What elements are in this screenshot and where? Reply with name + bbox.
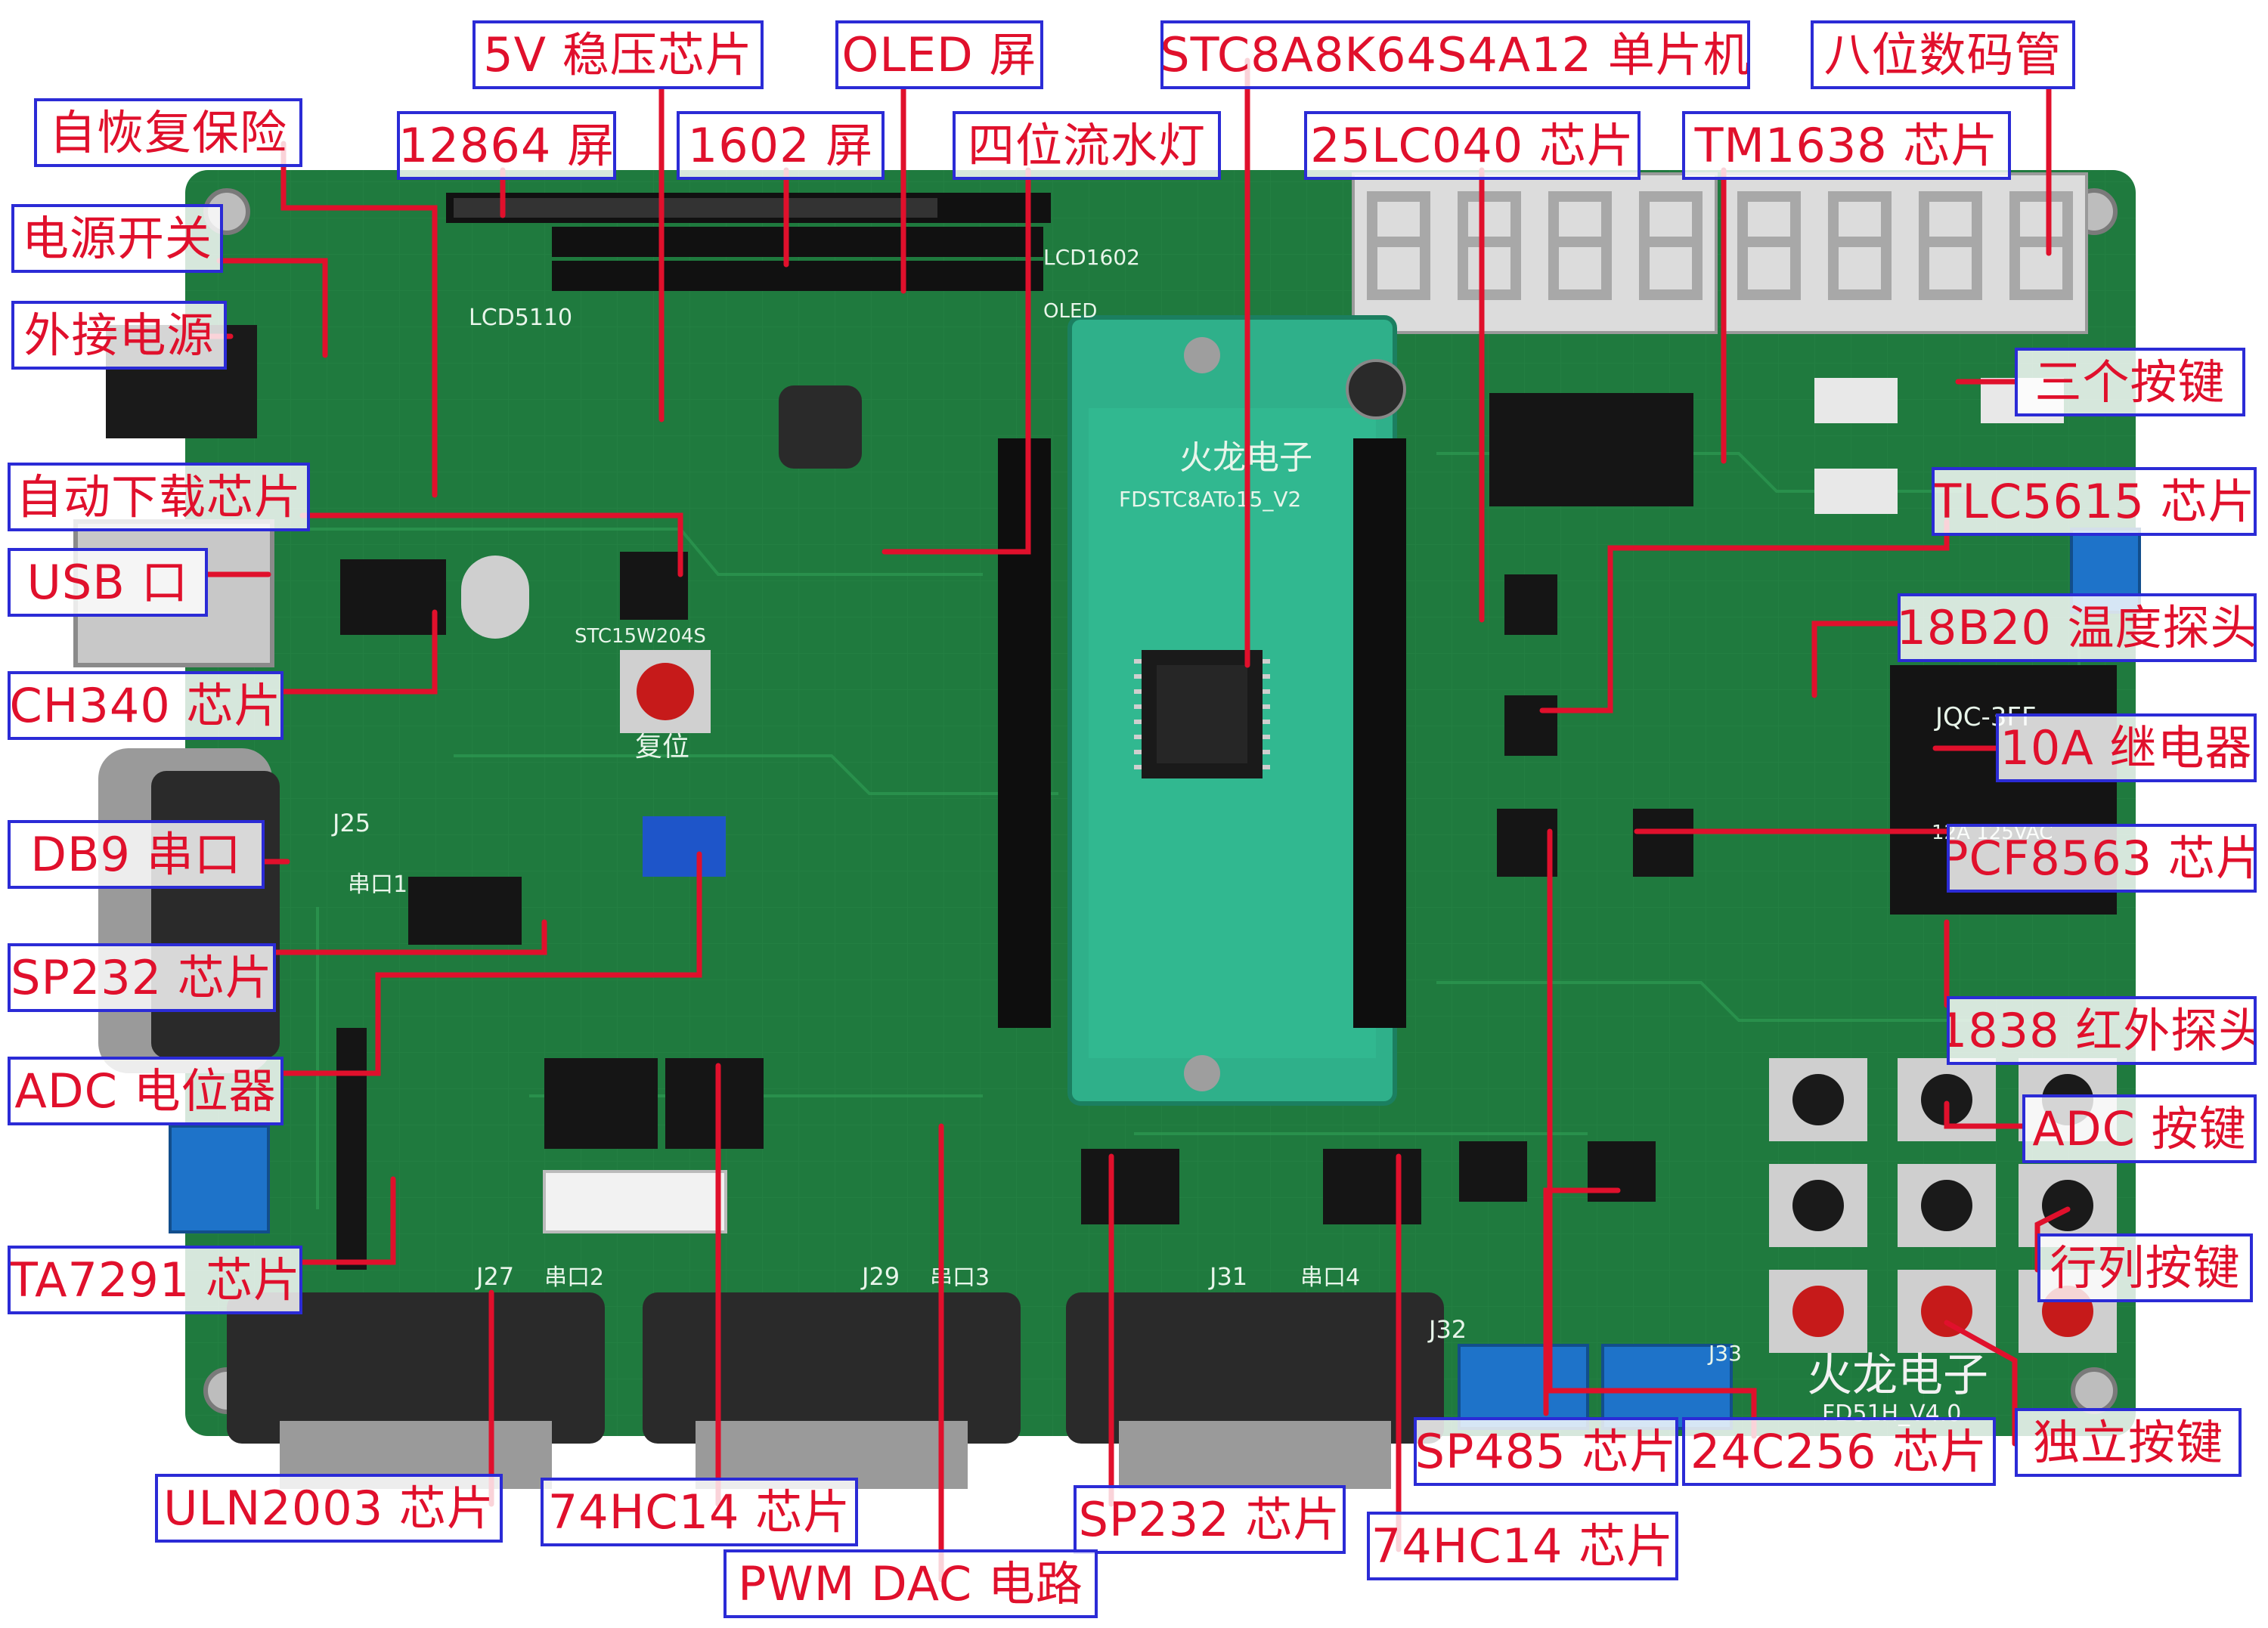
mcu-adapter-board: [1067, 315, 1397, 1106]
serial-label-4: 串口4: [1300, 1264, 1360, 1291]
label-power-switch: 电源开关: [11, 204, 223, 273]
crystal: [461, 556, 529, 639]
label-matrix-keys: 行列按键: [2037, 1233, 2253, 1302]
label-74hc14-chip-right: 74HC14 芯片: [1367, 1512, 1678, 1580]
lcd-headers: [446, 193, 1051, 291]
label-standalone-keys: 独立按键: [2015, 1408, 2242, 1477]
label-74hc14-chip-left: 74HC14 芯片: [541, 1478, 858, 1546]
electrolytic-cap: [1346, 359, 1406, 419]
label-12864-screen: 12864 屏: [397, 111, 616, 180]
label-24c256-chip: 24C256 芯片: [1682, 1417, 1996, 1486]
connector-j33: J33: [1707, 1341, 1742, 1366]
label-db9-serial: DB9 串口: [8, 820, 265, 889]
silk-oled: OLED: [1043, 300, 1097, 323]
label-three-keys: 三个按键: [2015, 348, 2245, 416]
label-self-recovery-fuse: 自恢复保险: [34, 98, 302, 167]
board-brand: 火龙电子: [1807, 1349, 1988, 1402]
label-adc-keys: ADC 按键: [2022, 1094, 2257, 1163]
label-stc-mcu: STC8A8K64S4A12 单片机: [1160, 20, 1750, 89]
label-ir-probe-1838: 1838 红外探头: [1947, 996, 2257, 1065]
label-25lc040-chip: 25LC040 芯片: [1304, 111, 1641, 180]
label-four-led-water-light: 四位流水灯: [953, 111, 1221, 180]
connector-j31: J31: [1208, 1262, 1247, 1291]
white-connector: [543, 1170, 727, 1233]
label-ta7291-chip: TA7291 芯片: [8, 1246, 302, 1314]
connector-j25: J25: [331, 809, 370, 837]
silk-mcu-socket: STC15W204S: [575, 625, 706, 648]
pin-header-right: [1353, 438, 1406, 1028]
label-oled-screen: OLED 屏: [835, 20, 1043, 89]
silk-lcd1602: LCD1602: [1043, 245, 1140, 270]
label-pcf8563-chip: PCF8563 芯片: [1947, 824, 2257, 893]
label-tm1638-chip: TM1638 芯片: [1682, 111, 2011, 180]
potentiometer: [643, 816, 726, 877]
label-uln2003-chip: ULN2003 芯片: [155, 1474, 503, 1543]
pin-header-left: [998, 438, 1051, 1028]
label-sp232-chip-left: SP232 芯片: [8, 943, 276, 1012]
label-sp232-chip-bottom: SP232 芯片: [1074, 1485, 1346, 1554]
label-sp485-chip: SP485 芯片: [1414, 1417, 1678, 1486]
label-adc-potentiometer: ADC 电位器: [8, 1057, 284, 1125]
label-1602-screen: 1602 屏: [677, 111, 885, 180]
label-ds18b20-probe: 18B20 温度探头: [1898, 593, 2257, 662]
chips: [336, 393, 1693, 1270]
silk-lcd5110: LCD5110: [469, 305, 572, 331]
reset-label: 复位: [635, 732, 689, 763]
connector-j27: J27: [475, 1262, 514, 1291]
serial-label-2: 串口2: [544, 1264, 604, 1291]
adapter-model: FDSTC8ATo15_V2: [1119, 487, 1301, 512]
connector-j29: J29: [860, 1262, 900, 1291]
label-eight-digit-display: 八位数码管: [1811, 20, 2075, 89]
label-auto-download-chip: 自动下载芯片: [8, 463, 310, 531]
label-pwm-dac-circuit: PWM DAC 电路: [723, 1549, 1098, 1618]
label-external-power: 外接电源: [11, 301, 227, 370]
label-ch340-chip: CH340 芯片: [8, 671, 284, 740]
label-5v-regulator: 5V 稳压芯片: [472, 20, 764, 89]
seven-segment-display: [1352, 172, 2088, 334]
inductor: [779, 385, 862, 469]
label-tlc5615-chip: TLC5615 芯片: [1932, 467, 2257, 536]
serial-label-1: 串口1: [348, 871, 407, 898]
label-usb-port: USB 口: [8, 548, 208, 617]
leader-lines: [194, 57, 2071, 1583]
label-10a-relay: 10A 继电器: [1996, 713, 2257, 782]
connector-j32: J32: [1427, 1315, 1467, 1344]
